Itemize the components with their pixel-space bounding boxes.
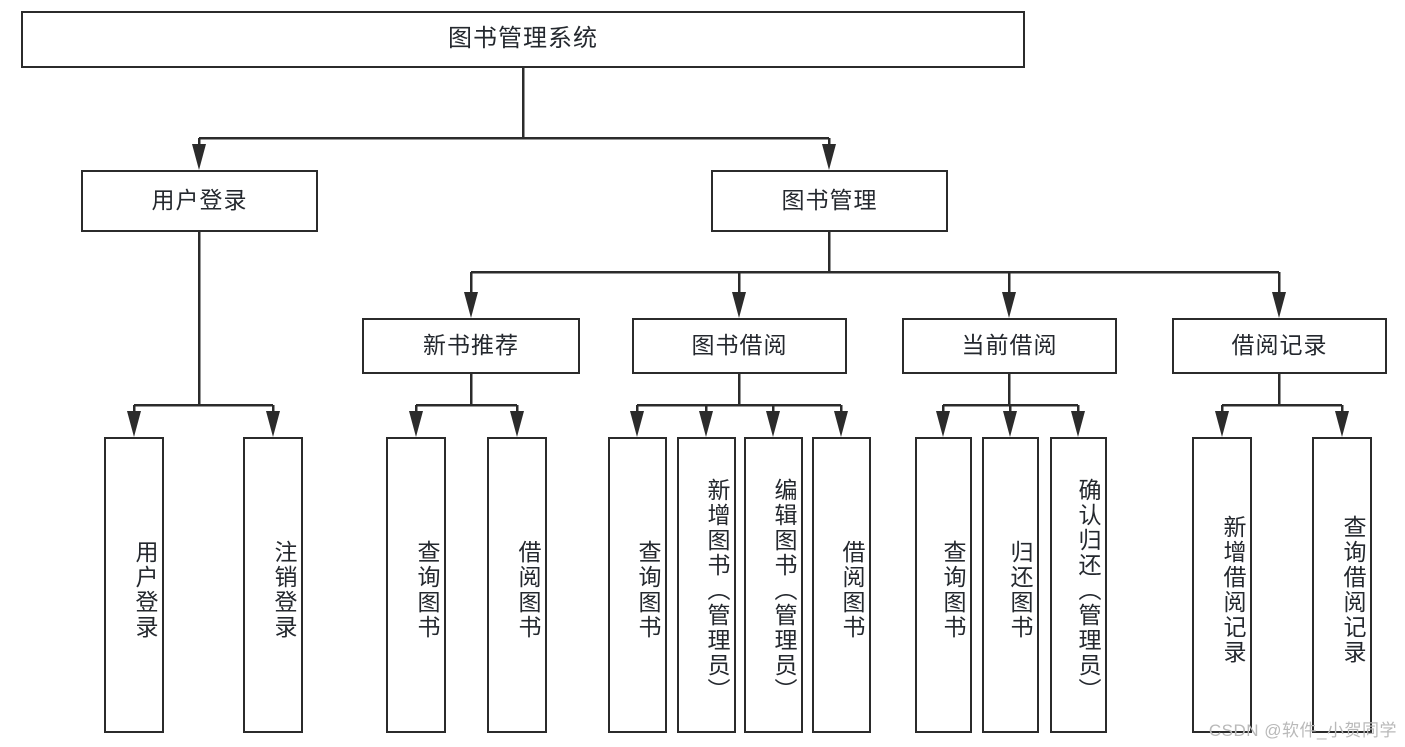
book-mgmt-to-level3-arrowhead-3 — [1272, 292, 1286, 318]
level3-node-1[interactable]: 图书借阅 — [632, 318, 847, 374]
leaf-label: 归还图书 — [1007, 540, 1033, 640]
book-borrow-to-leaves-arrowhead-2 — [766, 411, 780, 437]
level3-node-2[interactable]: 当前借阅 — [902, 318, 1117, 374]
level3-node-0[interactable]: 新书推荐 — [362, 318, 580, 374]
leaf-label: 新增借阅记录 — [1220, 515, 1246, 665]
new-book-rec-to-leaves-arrowhead-1 — [510, 411, 524, 437]
leaf-node-2[interactable]: 查询图书 — [386, 437, 446, 733]
leaf-node-7[interactable]: 借阅图书 — [812, 437, 871, 733]
level3-label: 新书推荐 — [423, 332, 519, 359]
level3-node-3[interactable]: 借阅记录 — [1172, 318, 1387, 374]
user-login-to-leaves-arrowhead-1 — [266, 411, 280, 437]
root-to-level2-arrowhead-0 — [192, 144, 206, 170]
leaf-label: 编辑图书（管理员） — [771, 477, 797, 703]
book-borrow-to-leaves-arrowhead-0 — [630, 411, 644, 437]
user-login-to-leaves-arrowhead-0 — [127, 411, 141, 437]
csdn-watermark: CSDN @软件_小贺同学 — [1208, 721, 1397, 740]
leaf-label: 借阅图书 — [839, 540, 865, 640]
level2-label: 图书管理 — [781, 187, 878, 214]
leaf-label: 用户登录 — [132, 540, 158, 640]
level3-label: 当前借阅 — [961, 332, 1058, 359]
leaf-label: 查询图书 — [635, 540, 661, 640]
leaf-node-8[interactable]: 查询图书 — [915, 437, 972, 733]
leaf-label: 注销登录 — [271, 540, 297, 640]
level2-label: 用户登录 — [151, 187, 248, 214]
leaf-node-0[interactable]: 用户登录 — [104, 437, 164, 733]
leaf-node-9[interactable]: 归还图书 — [982, 437, 1039, 733]
current-borrow-to-leaves-arrowhead-0 — [936, 411, 950, 437]
level2-node-0[interactable]: 用户登录 — [81, 170, 318, 232]
root-node-book-management-system[interactable]: 图书管理系统 — [21, 11, 1025, 68]
leaf-label: 确认归还（管理员） — [1075, 477, 1101, 703]
level2-node-1[interactable]: 图书管理 — [711, 170, 948, 232]
leaf-label: 新增图书（管理员） — [704, 477, 730, 703]
leaf-node-4[interactable]: 查询图书 — [608, 437, 667, 733]
leaf-node-10[interactable]: 确认归还（管理员） — [1050, 437, 1107, 733]
leaf-node-12[interactable]: 查询借阅记录 — [1312, 437, 1372, 733]
root-label: 图书管理系统 — [448, 25, 598, 53]
current-borrow-to-leaves-arrowhead-1 — [1003, 411, 1017, 437]
borrow-record-to-leaves-arrowhead-1 — [1335, 411, 1349, 437]
new-book-rec-to-leaves-arrowhead-0 — [409, 411, 423, 437]
book-mgmt-to-level3-arrowhead-1 — [732, 292, 746, 318]
book-mgmt-to-level3-arrowhead-2 — [1002, 292, 1016, 318]
book-borrow-to-leaves-arrowhead-1 — [699, 411, 713, 437]
leaf-node-5[interactable]: 新增图书（管理员） — [677, 437, 736, 733]
book-mgmt-to-level3-arrowhead-0 — [464, 292, 478, 318]
level3-label: 图书借阅 — [691, 332, 788, 359]
leaf-node-11[interactable]: 新增借阅记录 — [1192, 437, 1252, 733]
root-to-level2-arrowhead-1 — [822, 144, 836, 170]
leaf-label: 查询图书 — [940, 540, 966, 640]
leaf-node-3[interactable]: 借阅图书 — [487, 437, 547, 733]
borrow-record-to-leaves-arrowhead-0 — [1215, 411, 1229, 437]
leaf-label: 查询图书 — [414, 540, 440, 640]
leaf-node-6[interactable]: 编辑图书（管理员） — [744, 437, 803, 733]
level3-label: 借阅记录 — [1231, 332, 1328, 359]
leaf-label: 借阅图书 — [515, 540, 541, 640]
leaf-label: 查询借阅记录 — [1340, 515, 1366, 665]
current-borrow-to-leaves-arrowhead-2 — [1071, 411, 1085, 437]
leaf-node-1[interactable]: 注销登录 — [243, 437, 303, 733]
book-borrow-to-leaves-arrowhead-3 — [834, 411, 848, 437]
